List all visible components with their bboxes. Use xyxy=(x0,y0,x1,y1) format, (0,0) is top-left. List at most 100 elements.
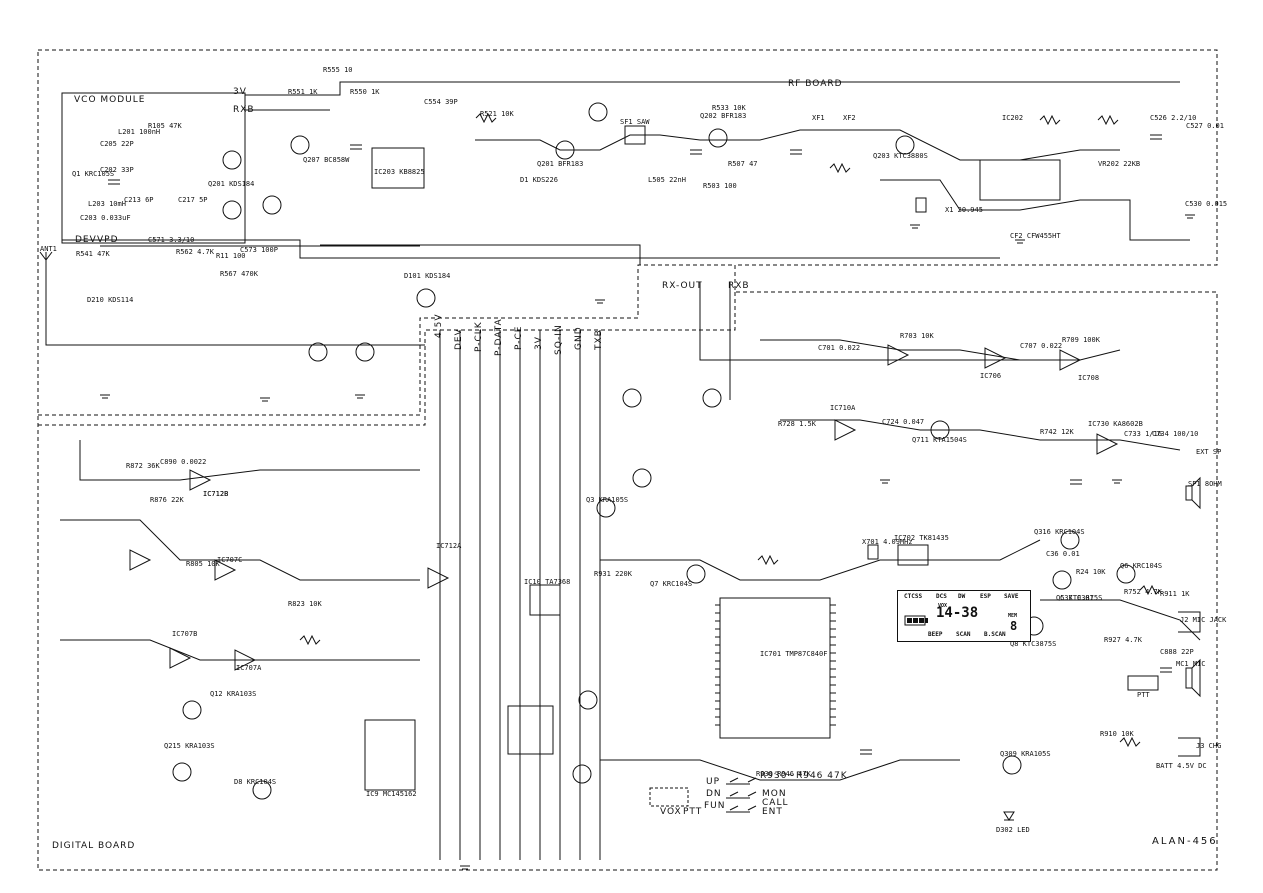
digital-part-label: IC712A xyxy=(436,542,462,550)
audio-part-label: IC708 xyxy=(1078,374,1100,382)
rf-part-label: XF1 xyxy=(812,114,825,122)
crystal-x1 xyxy=(915,197,927,213)
vco-part-label: C213 6P xyxy=(124,196,154,204)
vco-part-label: C203 0.033uF xyxy=(80,214,131,222)
audio-part-label: R709 100K xyxy=(1062,336,1100,344)
capacitor-glyphs xyxy=(108,134,1172,755)
mic-element xyxy=(1185,658,1201,698)
digital-part-label: R872 36K xyxy=(126,462,160,470)
audio-part-label: SP1 8OHM xyxy=(1188,480,1222,488)
bus-label-0: 4.5V xyxy=(434,313,444,338)
key-up-label: UP xyxy=(706,777,721,787)
audio-part-label: R910 10K xyxy=(1100,730,1134,738)
digital-board-title: DIGITAL BOARD xyxy=(52,841,136,851)
led-d302 xyxy=(1003,811,1015,821)
lcd-main-digits: 14-38 xyxy=(936,605,979,621)
rf-part-label: Q207 BC858W xyxy=(303,156,350,164)
rf-part-label: R551 1K xyxy=(288,88,318,96)
rf-part-label: R503 100 xyxy=(703,182,737,190)
resistor-glyphs xyxy=(299,112,1161,748)
lcd-vox-label: VOX xyxy=(938,603,948,609)
d101-label: D101 KDS184 xyxy=(404,272,451,280)
bus-label-6: SQ-IN xyxy=(554,324,564,355)
digital-part-label: Q309 KRA105S xyxy=(1000,750,1051,758)
key-vox-label: VOX xyxy=(660,807,682,817)
rf-part-label: C530 0.015 xyxy=(1185,200,1228,208)
rf-part-label: R507 47 xyxy=(728,160,758,168)
audio-part-label: C888 22P xyxy=(1160,648,1194,656)
digital-board-top xyxy=(38,292,736,426)
key-dn-label: DN xyxy=(706,789,722,799)
audio-part-label: R927 4.7K xyxy=(1104,636,1142,644)
digital-part-label: Q12 KRA103S xyxy=(210,690,257,698)
vco-part-label: R562 4.7K xyxy=(176,248,214,256)
speaker-symbol xyxy=(1185,476,1201,510)
digital-part-label: C890 0.0022 xyxy=(160,458,207,466)
q5-label: Q5 KTC3875S xyxy=(1056,594,1103,602)
digital-part-label: D8 KRC104S xyxy=(234,778,277,786)
audio-part-label: IC730 KA8602B xyxy=(1088,420,1143,428)
key-mon-label: MON xyxy=(762,789,787,799)
lcd-indicator-save: SAVE xyxy=(1004,593,1019,600)
rf-board-outline xyxy=(37,49,1218,871)
audio-part-label: J2 MIC JACK xyxy=(1180,616,1227,624)
bus-label-2: P-CLK xyxy=(474,321,484,352)
audio-part-label: J3 CHG xyxy=(1196,742,1222,750)
rf-part-label: Q202 BFR183 xyxy=(700,112,747,120)
mcu-pins xyxy=(715,604,836,726)
rail-3v-label: 3V xyxy=(233,87,247,97)
digital-part-label: R931 220K xyxy=(594,570,632,578)
digital-part-label: Q7 KRC104S xyxy=(650,580,693,588)
bus-label-7: GND xyxy=(574,326,584,350)
chg-jack xyxy=(1178,737,1201,757)
rail-dev xyxy=(62,239,1000,259)
bus-label-8: TXB xyxy=(594,329,604,350)
vco-part-label: R105 47K xyxy=(148,122,182,130)
lcd-indicator-esp: ESP xyxy=(980,593,991,600)
rf-part-label: R555 10 xyxy=(323,66,353,74)
bus-label-4: P-CE xyxy=(514,325,524,350)
lcd-bottom-beep: BEEP xyxy=(928,631,943,638)
rf-lower-bus xyxy=(320,244,641,265)
bus-label-5: 3V xyxy=(534,336,544,350)
digital-wiring-1 xyxy=(60,519,420,581)
vco-part-label: L201 100nH xyxy=(118,128,161,136)
audio-part-label: C734 100/10 xyxy=(1152,430,1199,438)
key-call-label: CALL xyxy=(762,798,789,808)
digital-part-label: C37 0.01 xyxy=(1060,594,1094,602)
rf-part-label: R521 10K xyxy=(480,110,514,118)
audio-part-label: EXT SP xyxy=(1196,448,1222,456)
lcd-bottom-bscan: B.SCAN xyxy=(984,631,1006,638)
digital-wiring-4 xyxy=(600,539,1041,581)
rf-part-label: Q201 BFR183 xyxy=(537,160,584,168)
rf-part-label: SF1 SAW xyxy=(620,118,650,126)
digital-part-label: IC702 TK81435 xyxy=(894,534,949,542)
audio-part-label: C733 1/16 xyxy=(1124,430,1162,438)
digital-part-label: R930-R946 47K xyxy=(756,770,811,778)
vco-part-label: R567 470K xyxy=(220,270,258,278)
mic-jack xyxy=(1178,611,1201,633)
lcd-battery-icon xyxy=(904,615,928,626)
vco-part-label: C571 3.3/10 xyxy=(148,236,195,244)
vco-part-label: R11 100 xyxy=(216,252,246,260)
vco-part-label: R541 47K xyxy=(76,250,110,258)
digital-part-label: R24 10K xyxy=(1076,568,1106,576)
vox-ptt-box xyxy=(649,787,689,807)
lcd-display: CTCSS DCS DW ESP SAVE 14-38 VOX MEM 8 BE… xyxy=(897,590,1031,642)
rf-part-label: C526 2.2/10 xyxy=(1150,114,1197,122)
vco-module-box xyxy=(61,92,246,244)
audio-part-label: C724 0.047 xyxy=(882,418,925,426)
ic2-block xyxy=(507,705,554,755)
ic202-block xyxy=(979,159,1061,201)
rf-part-label: R533 10K xyxy=(712,104,746,112)
audio-part-label: IC706 xyxy=(980,372,1002,380)
ptt-switch xyxy=(1127,675,1159,691)
model-id: ALAN-456 xyxy=(1152,836,1218,847)
digital-part-label: IC701 TMP87C840F xyxy=(760,650,828,658)
digital-part-label: R805 10K xyxy=(186,560,220,568)
vco-part-label: Q201 KDS184 xyxy=(208,180,255,188)
rf-part-label: IC203 KB8825 xyxy=(374,168,425,176)
rf-part-label: L505 22nH xyxy=(648,176,686,184)
antenna-symbol xyxy=(39,251,53,262)
lcd-bottom-scan: SCAN xyxy=(956,631,971,638)
